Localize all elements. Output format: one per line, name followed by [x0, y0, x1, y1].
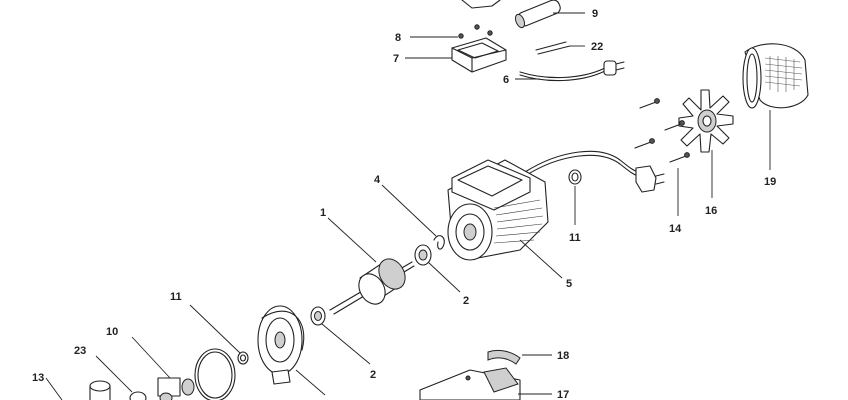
part-9-capacitor [514, 0, 585, 29]
part-1-rotor [327, 217, 415, 315]
part-11-ring-right [568, 169, 582, 225]
part-14-screws [634, 98, 690, 216]
part-4-spring-clip [381, 184, 445, 250]
callout-10: 10 [106, 326, 118, 338]
callout-11-left: 11 [170, 291, 182, 303]
part-10-seal [131, 336, 195, 397]
part-8-screws [410, 24, 493, 39]
part-o-ring [194, 348, 236, 400]
part-17-base [419, 367, 552, 400]
callout-18: 18 [557, 350, 569, 362]
callout-2-lower: 2 [370, 369, 376, 381]
callout-11-right: 11 [569, 232, 581, 244]
callout-17: 17 [557, 389, 569, 400]
part-6-power-cable [515, 60, 625, 82]
part-19-fan-cover [742, 43, 809, 170]
callout-16: 16 [705, 205, 717, 217]
part-16-fan [678, 89, 734, 198]
callout-2-upper: 2 [463, 295, 469, 307]
part-13-pump-body [45, 377, 111, 400]
part-5-motor-housing [447, 150, 665, 279]
part-7-terminal-cover [405, 37, 507, 73]
callout-22: 22 [591, 41, 603, 53]
callout-7: 7 [393, 53, 399, 65]
callout-19: 19 [764, 176, 776, 188]
callout-5: 5 [566, 278, 572, 290]
part-23 [95, 355, 173, 400]
callout-1: 1 [320, 207, 326, 219]
part-22-wires [535, 41, 585, 55]
part-top-fragment [461, 0, 501, 9]
part-2-bearing-upper [414, 244, 461, 293]
part-18-pad [487, 349, 552, 365]
callout-9: 9 [592, 8, 598, 20]
callout-23: 23 [74, 345, 86, 357]
part-2-bearing-lower [310, 306, 371, 365]
callout-8: 8 [395, 32, 401, 44]
callout-13: 13 [32, 372, 44, 384]
part-11-ring-left [189, 304, 249, 365]
part-flange [257, 305, 326, 396]
callout-6: 6 [503, 74, 509, 86]
callout-4: 4 [374, 174, 381, 186]
callout-14: 14 [669, 223, 682, 235]
